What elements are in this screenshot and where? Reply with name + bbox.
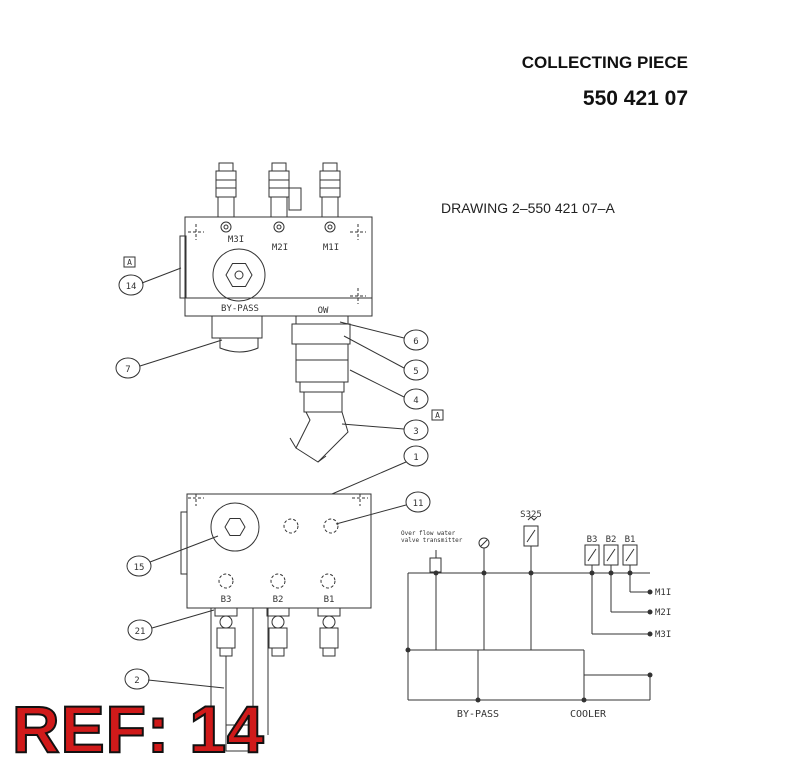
hydraulic-schematic (405, 516, 653, 703)
svg-text:7: 7 (125, 365, 130, 375)
callout-7: 7 (115, 339, 223, 379)
callout-21: 21 (127, 609, 215, 641)
bypass-port (212, 248, 266, 302)
label-bypass-top: BY-PASS (221, 304, 259, 314)
label-b3: B3 (221, 595, 232, 605)
callout-3: 3 (341, 419, 429, 441)
svg-text:3: 3 (413, 427, 418, 437)
label-sch-b2: B2 (606, 535, 617, 545)
bottom-fitting-b2 (266, 607, 290, 657)
svg-text:1: 1 (413, 453, 418, 463)
svg-text:5: 5 (413, 367, 418, 377)
svg-text:A: A (127, 258, 132, 267)
label-sch-b1: B1 (625, 535, 636, 545)
label-sch-cooler: COOLER (570, 709, 607, 720)
svg-text:21: 21 (135, 627, 146, 637)
label-sch-bypass: BY-PASS (457, 709, 499, 720)
label-sch-m3i: M3I (655, 630, 671, 640)
top-view-assembly (179, 162, 373, 463)
bottom-fitting-b3 (214, 607, 238, 657)
svg-text:4: 4 (413, 396, 418, 406)
elbow-fitting (295, 411, 349, 463)
top-fitting-m1 (319, 162, 341, 233)
svg-text:11: 11 (413, 499, 424, 509)
callout-5: 5 (343, 335, 429, 381)
label-sch-m2i: M2I (655, 608, 671, 618)
callout-4: 4 (349, 369, 429, 410)
bypass-plug (210, 502, 260, 552)
callout-11: 11 (335, 491, 431, 525)
section-mark-a-left (123, 256, 136, 268)
svg-text:14: 14 (126, 282, 137, 292)
label-b2: B2 (273, 595, 284, 605)
section-mark-a-right (431, 409, 444, 421)
callout-14: 14 (118, 267, 182, 296)
svg-text:2: 2 (134, 676, 139, 686)
callout-6: 6 (339, 321, 429, 351)
label-ow: OW (318, 306, 329, 316)
svg-text:A: A (435, 411, 440, 420)
part-number: 550 421 07 (582, 87, 688, 110)
label-b1: B1 (324, 595, 335, 605)
label-m3i: M3I (228, 235, 244, 245)
top-fitting-m3 (215, 162, 237, 233)
label-sch-m1i: M1I (655, 588, 671, 598)
overflow-transmitter-symbol (429, 557, 442, 573)
label-s325: S325 (520, 510, 542, 520)
bottom-fitting-b1 (317, 607, 341, 657)
bottom-block-body (186, 493, 372, 609)
svg-text:15: 15 (134, 563, 145, 573)
callout-15: 15 (126, 535, 219, 577)
label-m2i: M2I (272, 243, 288, 253)
label-overflow-1: Over flow water (401, 530, 456, 537)
bottom-view-assembly (180, 493, 372, 752)
drawing-reference: DRAWING 2–550 421 07–A (441, 200, 615, 216)
bypass-nipple (211, 315, 263, 339)
callout-2: 2 (124, 668, 225, 690)
top-block-body (184, 216, 373, 317)
callout-1: 1 (331, 445, 429, 495)
label-m1i: M1I (323, 243, 339, 253)
label-overflow-2: valve transmitter (401, 537, 463, 544)
label-sch-b3: B3 (587, 535, 598, 545)
top-fitting-m2 (268, 162, 302, 233)
ref-badge: REF: 14 (11, 692, 265, 766)
svg-text:6: 6 (413, 337, 418, 347)
drawing-title: COLLECTING PIECE (521, 53, 688, 72)
